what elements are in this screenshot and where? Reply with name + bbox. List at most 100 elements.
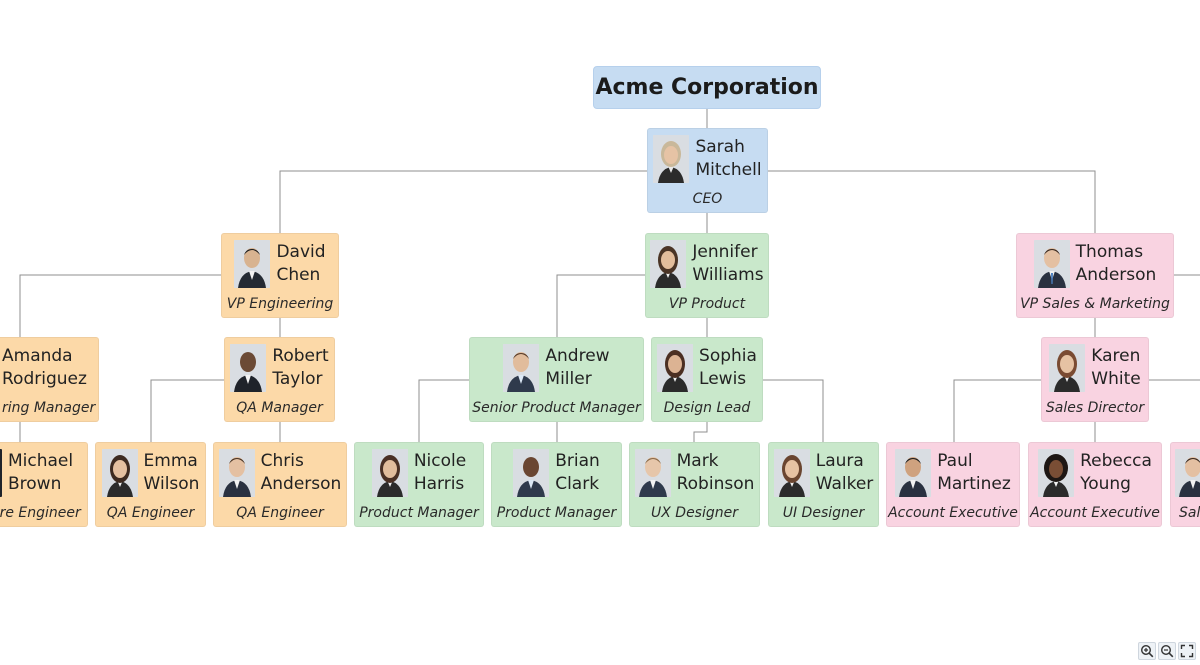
- connector-design-lead-ux: [693, 422, 708, 442]
- person-title: Account Executive: [888, 505, 1018, 521]
- person-title: VP Sales & Marketing: [1020, 296, 1170, 312]
- person-title: QA Engineer: [236, 505, 324, 521]
- connector-ceo-vp-eng: [279, 170, 647, 233]
- person-first-name: Brian: [555, 451, 600, 471]
- person-last-name: Miller: [545, 369, 592, 389]
- person-title: are Engineer: [0, 505, 81, 521]
- person-first-name: Chris: [260, 451, 304, 471]
- person-first-name: Laura: [815, 451, 864, 471]
- person-last-name: Chen: [276, 265, 321, 285]
- company-root-node[interactable]: Acme Corporation: [593, 66, 821, 109]
- person-title: Account Executive: [1030, 505, 1160, 521]
- person-last-name: Walker: [815, 474, 874, 494]
- portrait-woman-icon: [657, 344, 694, 392]
- zoom-out-icon[interactable]: [1158, 642, 1176, 660]
- portrait-woman-icon: [101, 449, 138, 497]
- person-title: QA Engineer: [106, 505, 195, 521]
- person-title: Senior Product Manager: [472, 400, 641, 416]
- connector-qa-mgr-qa1: [150, 379, 224, 442]
- person-title: UX Designer: [651, 505, 738, 521]
- person-first-name: Emma: [143, 451, 198, 471]
- portrait-man-icon: [503, 344, 540, 392]
- portrait-woman-icon: [1049, 344, 1086, 392]
- zoom-in-icon[interactable]: [1138, 642, 1156, 660]
- person-title: CEO: [692, 191, 723, 207]
- person-last-name: Anderson: [1075, 265, 1157, 285]
- person-last-name: Clark: [555, 474, 600, 494]
- person-last-name: Taylor: [272, 369, 323, 389]
- portrait-man-icon: [218, 449, 255, 497]
- person-last-name: Robinson: [676, 474, 755, 494]
- person-last-name: Young: [1080, 474, 1131, 494]
- connector-vp-product-sr-pm: [556, 274, 645, 337]
- portrait-man-icon: [230, 344, 267, 392]
- portrait-woman-icon: [773, 449, 810, 497]
- person-last-name: White: [1091, 369, 1141, 389]
- person-first-name: Sarah: [695, 137, 745, 157]
- person-first-name: David: [276, 242, 326, 262]
- portrait-man-icon: [0, 449, 2, 497]
- person-title: VP Product: [668, 296, 746, 312]
- person-title: UI Designer: [782, 505, 865, 521]
- person-first-name: Sophia: [699, 346, 757, 366]
- person-title: Design Lead: [663, 400, 751, 416]
- portrait-man-icon: [1033, 240, 1070, 288]
- connector-ceo-vp-sales: [768, 170, 1096, 233]
- portrait-man-icon: [1175, 449, 1200, 497]
- node-sales-representative[interactable]: Sal: [1170, 442, 1200, 527]
- person-title: Sales Director: [1045, 400, 1145, 416]
- person-last-name: Anderson: [260, 474, 342, 494]
- person-title: ring Manager: [2, 400, 96, 416]
- person-first-name: Paul: [937, 451, 973, 471]
- person-last-name: Lewis: [699, 369, 747, 389]
- portrait-man-icon: [895, 449, 932, 497]
- connector-sr-pm-pm1: [418, 379, 469, 442]
- person-title: Sal: [1179, 505, 1200, 521]
- connector-sales-dir-ae1: [953, 379, 1041, 442]
- person-last-name: Harris: [413, 474, 465, 494]
- person-title: Product Manager: [496, 505, 617, 521]
- person-last-name: Wilson: [143, 474, 200, 494]
- person-first-name: Michael: [8, 451, 74, 471]
- person-last-name: Mitchell: [695, 160, 762, 180]
- person-last-name: Williams: [692, 265, 764, 285]
- portrait-woman-icon: [653, 135, 690, 183]
- portrait-man-icon: [234, 240, 271, 288]
- person-first-name: Robert: [272, 346, 329, 366]
- connector-design-lead-ui: [763, 379, 824, 442]
- portrait-man-icon: [513, 449, 550, 497]
- person-last-name: Rodriguez: [2, 369, 87, 389]
- person-first-name: Jennifer: [692, 242, 758, 262]
- zoom-toolbar: [1138, 642, 1196, 660]
- person-first-name: Andrew: [545, 346, 610, 366]
- person-first-name: Mark: [676, 451, 719, 471]
- person-last-name: Martinez: [937, 474, 1011, 494]
- person-first-name: Nicole: [413, 451, 467, 471]
- company-name: Acme Corporation: [595, 75, 819, 100]
- portrait-woman-icon: [1038, 449, 1075, 497]
- person-last-name: Brown: [8, 474, 62, 494]
- person-title: QA Manager: [236, 400, 323, 416]
- person-first-name: Karen: [1091, 346, 1141, 366]
- fit-screen-icon[interactable]: [1178, 642, 1196, 660]
- portrait-woman-icon: [371, 449, 408, 497]
